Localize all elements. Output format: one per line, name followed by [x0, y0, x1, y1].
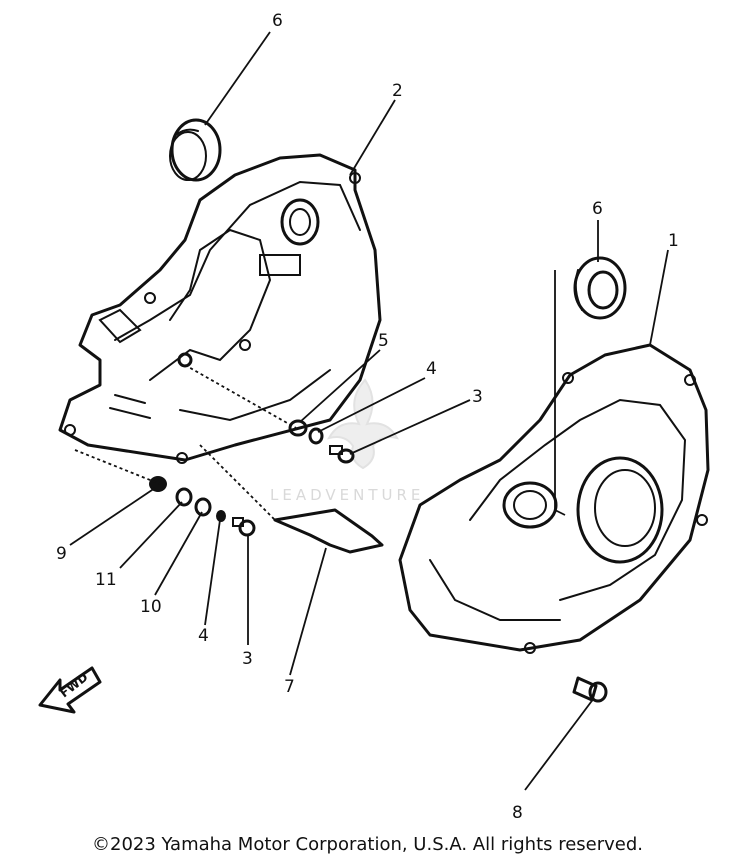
callout-6-top: 6 [272, 11, 283, 31]
callout-7: 7 [284, 677, 295, 697]
watermark-text: LEADVENTURE [270, 486, 424, 504]
callout-9: 9 [56, 544, 67, 564]
callout-10: 10 [140, 597, 162, 617]
part-6-right-seal [573, 256, 627, 320]
part-5-washer [288, 419, 308, 437]
part-3-right-bolt [329, 445, 355, 464]
callout-11: 11 [95, 570, 117, 590]
callout-8: 8 [512, 803, 523, 823]
part-8-bolt [572, 676, 608, 703]
part-3-left-bolt [232, 517, 256, 537]
leader-lines [69, 31, 669, 791]
callout-2: 2 [392, 81, 403, 101]
part-11-collar [175, 487, 193, 507]
fwd-arrow-icon: FWD [38, 666, 102, 714]
callout-4-right: 4 [426, 359, 437, 379]
part-6-top-cap [169, 118, 222, 182]
part-4-right-washer [308, 427, 324, 445]
watermark: LEADVENTURE [270, 378, 424, 504]
callout-1: 1 [668, 231, 679, 251]
part-10-washer [194, 497, 212, 517]
fwd-label: FWD [57, 670, 90, 700]
callout-3-left: 3 [242, 649, 253, 669]
part-1-outer-cover [398, 343, 710, 654]
part-4-left-washer [216, 510, 226, 522]
callout-3-right: 3 [472, 387, 483, 407]
part-7-bracket [273, 508, 384, 554]
callout-5: 5 [378, 331, 389, 351]
callout-4-left: 4 [198, 626, 209, 646]
copyright-notice: ©2023 Yamaha Motor Corporation, U.S.A. A… [92, 834, 644, 855]
watermark-logo-icon [327, 378, 399, 470]
part-2-crankcase-cover [58, 153, 382, 464]
callout-labels: 6 2 6 1 5 4 3 9 11 10 4 3 7 8 [56, 11, 679, 823]
callout-6-right: 6 [592, 199, 603, 219]
